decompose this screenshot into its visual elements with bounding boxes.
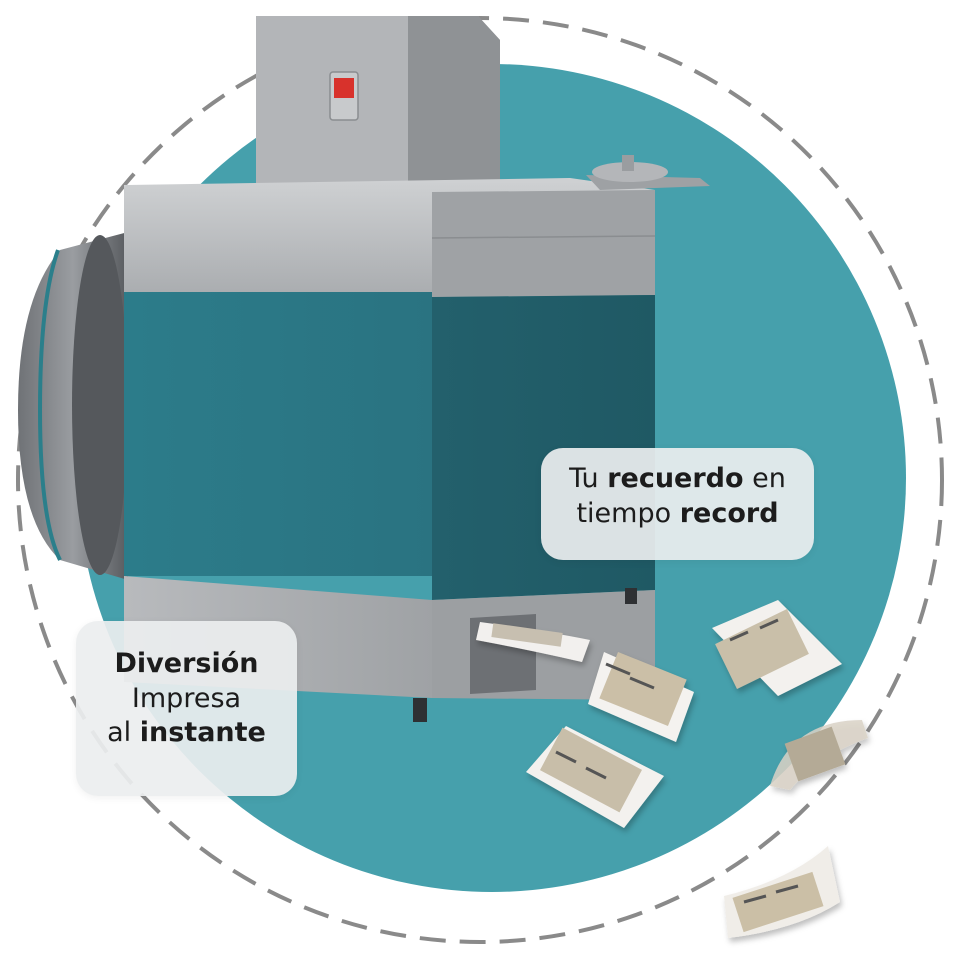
callout-diversion-line-1: Diversión — [76, 647, 297, 682]
callout-recuerdo-line-2: tiempo record — [541, 497, 814, 532]
callout-text: al — [107, 717, 140, 749]
callout-text: en — [743, 463, 786, 494]
callout-emphasis: record — [679, 497, 779, 529]
callout-recuerdo-line-1: Tu recuerdo en — [541, 462, 814, 497]
callout-recuerdo: Tu recuerdo en tiempo record — [541, 448, 814, 560]
photo-strip — [770, 720, 868, 790]
machine-top-housing — [256, 16, 500, 185]
photo-strip — [724, 846, 840, 938]
callout-emphasis: instante — [139, 717, 266, 749]
callout-emphasis: Diversión — [114, 648, 259, 679]
callout-diversion: Diversión Impresa al instante — [76, 621, 297, 796]
photo-strip — [712, 600, 842, 696]
callout-emphasis: recuerdo — [607, 463, 744, 494]
callout-diversion-line-3: al instante — [76, 716, 297, 751]
callout-text: tiempo — [576, 497, 680, 529]
dashed-ring — [16, 16, 944, 944]
photo-strip — [476, 622, 590, 662]
callout-diversion-line-2: Impresa — [76, 682, 297, 717]
status-indicator-light — [334, 78, 354, 98]
photo-strip — [588, 651, 694, 742]
machine-top-deck — [124, 178, 656, 297]
callout-text: Impresa — [131, 682, 242, 714]
machine-arm — [586, 155, 710, 190]
machine-side-drum — [18, 232, 128, 580]
photo-strip — [526, 726, 664, 828]
callout-text: Tu — [569, 463, 608, 494]
